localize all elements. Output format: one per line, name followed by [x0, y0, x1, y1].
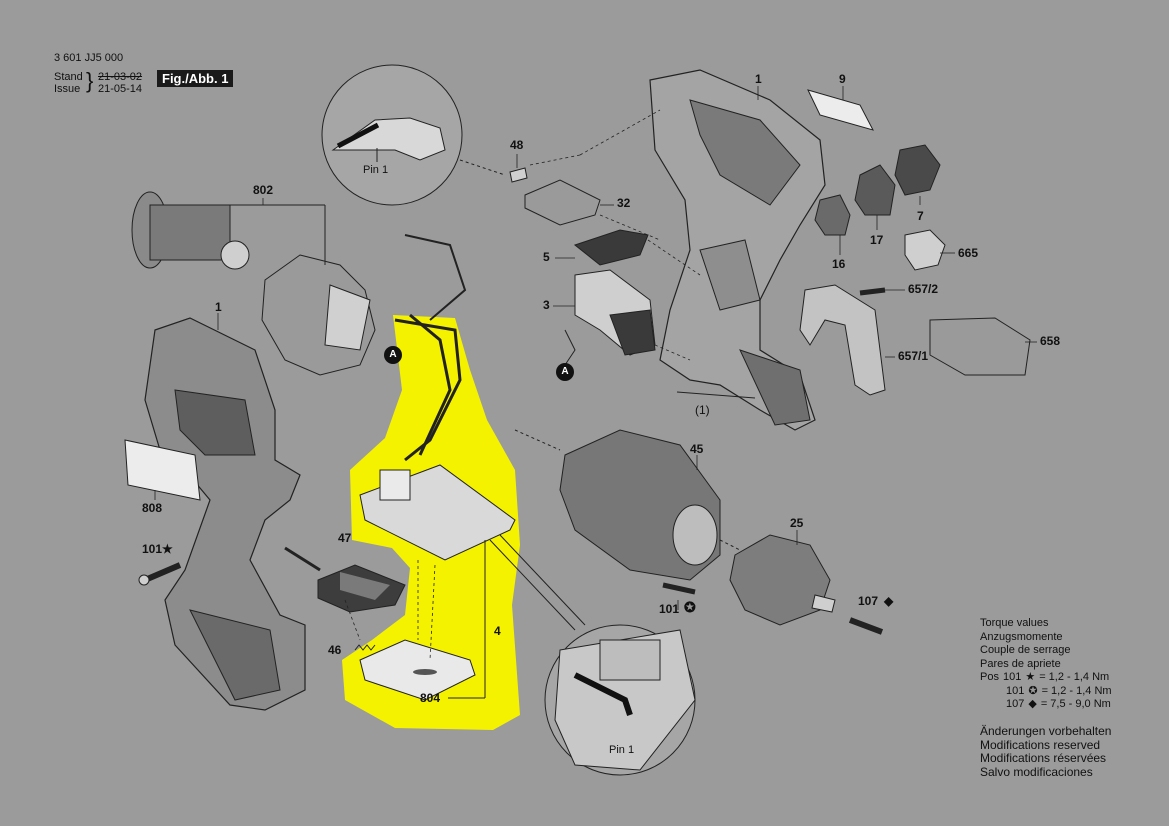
legend-title-4: Pares de apriete: [980, 657, 1061, 670]
new-date: 21-05-14: [98, 83, 143, 95]
detail-circle-bottom: [489, 534, 696, 776]
star-icon: ★: [1025, 671, 1036, 683]
torque-legend: Torque values Anzugsmomente Couple de se…: [980, 617, 1112, 712]
part-label-101-circle: 101: [659, 602, 680, 616]
part-label-16: 16: [832, 257, 846, 271]
torque-star-circle-icon: ✪: [684, 599, 696, 615]
switch-module-47: [284, 546, 406, 613]
part-label-17: 17: [870, 233, 884, 247]
legend-pos-label: Pos: [980, 671, 999, 683]
figure-label: Fig./Abb. 1: [157, 70, 234, 87]
armature-part: [131, 191, 376, 376]
detail-circle-top: [321, 64, 506, 206]
part-label-9: 9: [839, 72, 846, 86]
issue-label: Issue: [54, 83, 81, 95]
part-label-48: 48: [510, 138, 524, 152]
torque-diamond-icon: ◆: [884, 594, 894, 608]
legend-row-1-pos: 101: [1002, 671, 1022, 683]
part-label-4: 4: [494, 624, 501, 638]
pin1-top-label: Pin 1: [363, 164, 389, 176]
right-housing-part: [649, 69, 826, 431]
part-label-1-paren: (1): [695, 403, 710, 417]
screw-107: [848, 617, 884, 635]
part-label-657-2: 657/2: [908, 282, 939, 296]
legend-row-2-pos: 101: [1006, 684, 1025, 697]
note-es: Salvo modificaciones: [980, 764, 1093, 779]
doc-number: 3 601 JJ5 000: [54, 52, 124, 64]
left-housing-part: [144, 317, 306, 711]
old-date: 21-03-02: [98, 71, 143, 83]
legend-row-3-value: = 7,5 - 9,0 Nm: [1040, 698, 1111, 710]
part-label-7: 7: [917, 209, 924, 223]
part-label-47: 47: [338, 531, 352, 545]
spring-46: [354, 644, 376, 651]
part-label-107: 107: [858, 594, 879, 608]
plate-804: [359, 639, 476, 701]
diamond-icon: ◆: [1028, 698, 1037, 710]
legend-row-3-pos: 107: [1006, 698, 1025, 710]
legend-title-1: Torque values: [980, 617, 1049, 629]
part-label-665: 665: [958, 246, 979, 260]
part-label-1-right: 1: [755, 72, 762, 86]
label-plate-9: [807, 89, 874, 131]
label-plate-808: [124, 439, 201, 501]
belt-clip-657-1: [799, 284, 886, 396]
note-en: Modifications reserved: [980, 737, 1101, 752]
part-label-1-left: 1: [215, 300, 222, 314]
marker-a-right: A: [556, 363, 574, 381]
screw-657-2: [859, 287, 886, 296]
stand-label: Stand: [54, 71, 83, 83]
legend-title-2: Anzugsmomente: [980, 630, 1063, 643]
marker-a-left: A: [384, 346, 402, 364]
dashed-lines: [344, 109, 701, 661]
legend-title-3: Couple de serrage: [980, 644, 1071, 656]
part-label-657-1: 657/1: [898, 349, 929, 363]
screw-101-right: [662, 582, 696, 595]
modification-notes: Änderungen vorbehalten Modifications res…: [980, 724, 1112, 779]
part-label-5: 5: [543, 250, 550, 264]
small-parts-group: [509, 167, 656, 366]
legend-row-1-value: = 1,2 - 1,4 Nm: [1039, 671, 1110, 683]
part-label-101-star: 101★: [142, 542, 173, 556]
note-de: Änderungen vorbehalten: [980, 724, 1112, 738]
bit-holder-658: [929, 317, 1031, 376]
part-label-25: 25: [790, 516, 804, 530]
switch-parts-right: [814, 144, 946, 271]
legend-row-2: 101 ✪ = 1,2 - 1,4 Nm: [980, 685, 1112, 699]
part-label-45: 45: [690, 442, 704, 456]
note-fr: Modifications réservées: [980, 751, 1107, 765]
part-label-808: 808: [142, 501, 163, 515]
pin1-bottom-label: Pin 1: [609, 744, 635, 756]
electronics-board-4: [359, 234, 516, 699]
screw-101-left: [138, 562, 182, 586]
star-circle-icon: ✪: [1028, 684, 1038, 697]
chuck-25: [729, 534, 836, 626]
part-label-3: 3: [543, 298, 550, 312]
legend-row-3: 107 ◆ = 7,5 - 9,0 Nm: [980, 698, 1112, 712]
brace-glyph: }: [86, 68, 94, 93]
part-label-32: 32: [617, 196, 631, 210]
part-label-46: 46: [328, 643, 342, 657]
part-label-802: 802: [253, 183, 274, 197]
gearbox-45: [514, 429, 741, 581]
part-label-658: 658: [1040, 334, 1061, 348]
leader-lines: [154, 86, 1037, 610]
part-label-804: 804: [420, 691, 441, 705]
legend-row-2-value: = 1,2 - 1,4 Nm: [1041, 684, 1112, 697]
legend-row-1: Pos 101 ★ = 1,2 - 1,4 Nm: [980, 671, 1112, 685]
